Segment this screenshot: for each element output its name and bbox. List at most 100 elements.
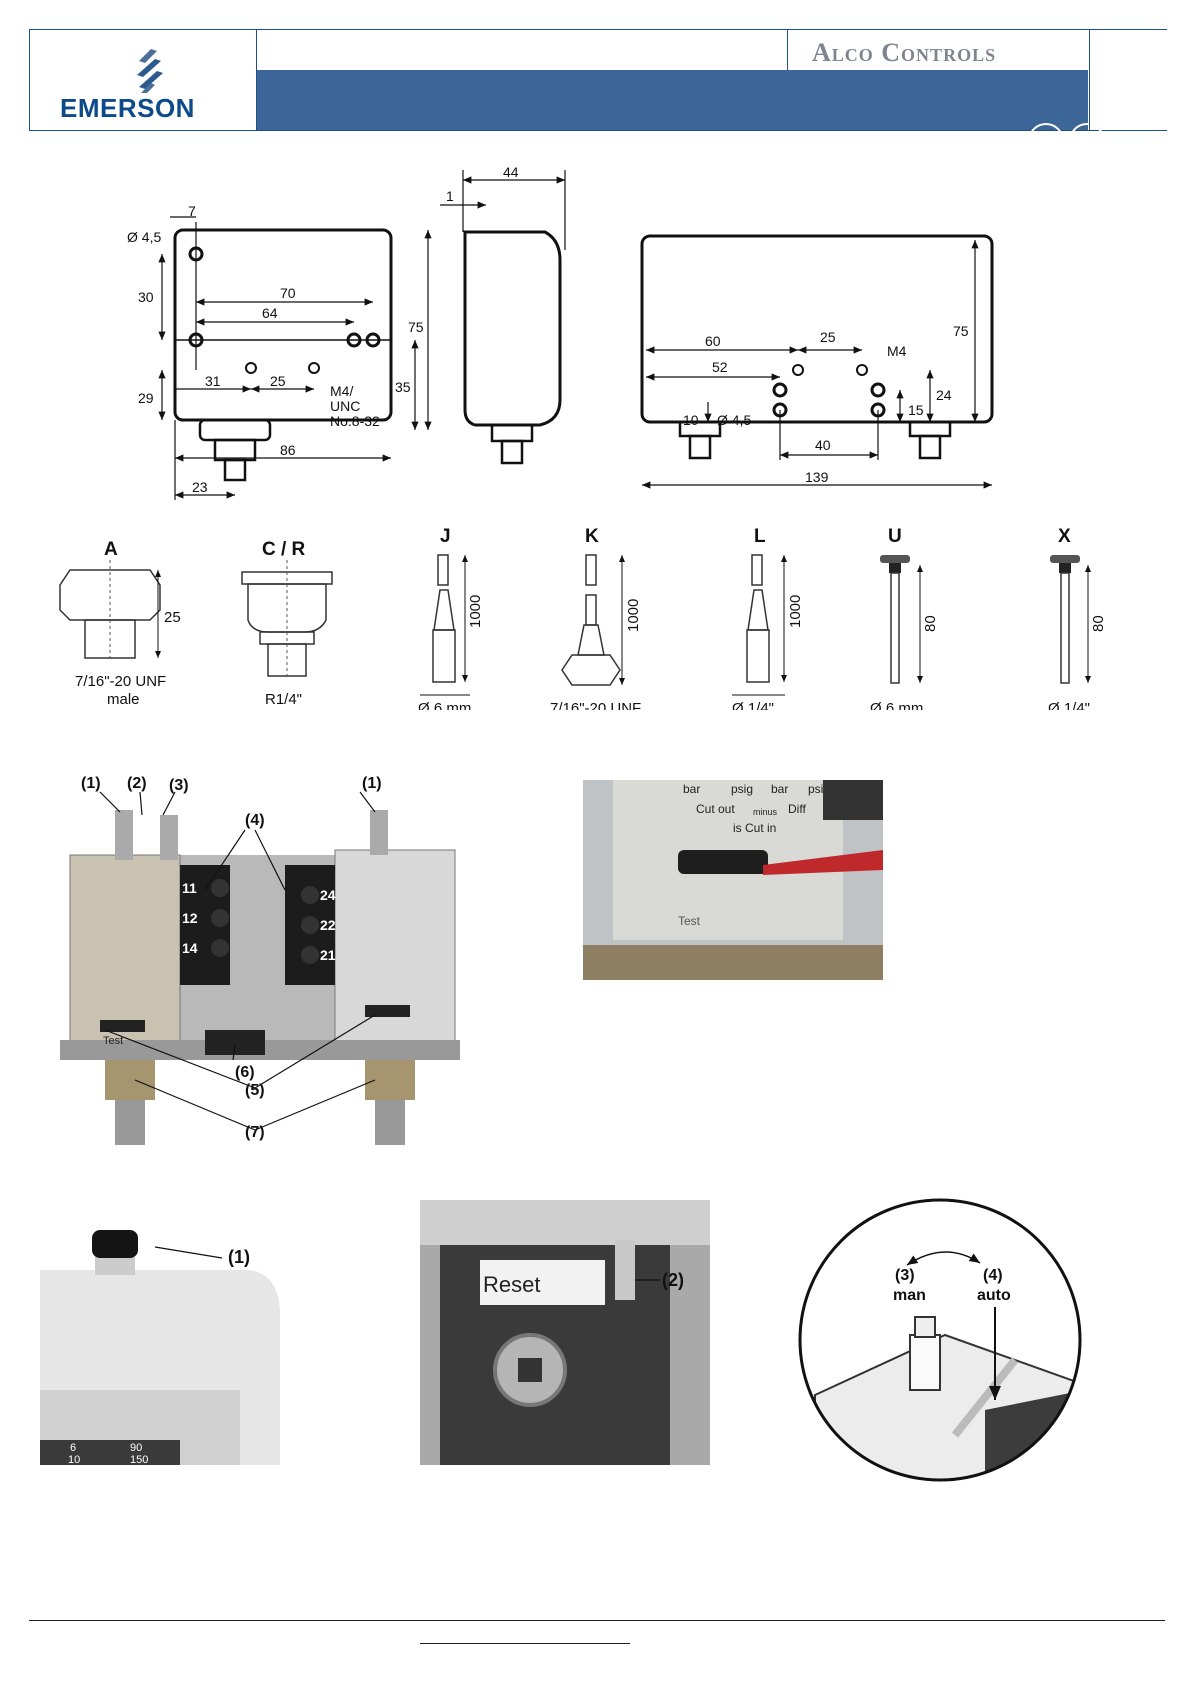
photo-dual-switch: (1) (2) (3) (4) (1) (5) (6) (7) 11 12 14… (45, 770, 465, 1150)
dim-front-30: 30 (138, 289, 154, 305)
svg-text:K: K (585, 526, 599, 547)
photo-reset-interior: Reset (2) (420, 1200, 715, 1470)
callout-7: (7) (245, 1124, 265, 1141)
svg-text:Ø 1/4": Ø 1/4" (732, 700, 774, 710)
dim-side-1: 1 (446, 188, 454, 204)
dim-front-35: 35 (395, 379, 411, 395)
thread-note-2: UNC (330, 398, 360, 414)
svg-text:150: 150 (130, 1454, 148, 1465)
svg-text:7/16"-20 UNF: 7/16"-20 UNF (75, 673, 166, 690)
svg-text:is Cut in: is Cut in (733, 821, 776, 835)
svg-text:Diff: Diff (788, 802, 806, 816)
callout-reset-1: (1) (228, 1247, 250, 1267)
svg-text:80: 80 (1090, 615, 1107, 632)
connection-u: U 80 Ø 6 mm (870, 526, 939, 710)
svg-text:10: 10 (68, 1454, 80, 1465)
logo-cell: EMERSON (30, 30, 257, 130)
svg-text:A: A (104, 539, 118, 560)
svg-text:psig: psig (731, 782, 753, 796)
svg-text:U: U (888, 526, 902, 547)
dimension-drawings: 7 Ø 4,5 30 70 64 75 29 31 25 35 86 23 M4… (59, 164, 1107, 710)
connection-a: A 25 7/16"-20 UNF male (59, 539, 181, 708)
dim-front-hole: Ø 4,5 (127, 229, 161, 245)
svg-text:L: L (754, 526, 766, 547)
dim-rear-10: 10 (683, 412, 699, 428)
dim-front-29: 29 (138, 390, 154, 406)
svg-text:Ø 1/4": Ø 1/4" (1048, 700, 1090, 710)
svg-text:12: 12 (182, 910, 198, 926)
dim-front-25: 25 (270, 373, 286, 389)
side-view-drawing: 44 1 (440, 164, 566, 465)
dim-side-44: 44 (503, 164, 519, 180)
dim-rear-25: 25 (820, 329, 836, 345)
svg-text:1000: 1000 (625, 599, 642, 632)
dim-rear-m4: M4 (887, 343, 907, 359)
connection-j: J 1000 Ø 6 mm (418, 526, 484, 710)
connection-k: K 1000 7/16"-20 UNF (550, 526, 642, 710)
svg-text:Cut out: Cut out (696, 802, 735, 816)
callout-2: (2) (127, 775, 147, 792)
dim-front-31: 31 (205, 373, 221, 389)
connection-l: L 1000 Ø 1/4" (732, 526, 804, 710)
callout-reset-2: (2) (662, 1270, 684, 1290)
refrigerant-badge-a1: A1 (1028, 123, 1064, 159)
brand-cell: Alco Controls (788, 30, 1088, 70)
photo-test-lever: bar psig bar psi Cut out minus Diff is C… (583, 780, 883, 980)
dim-rear-139: 139 (805, 469, 829, 485)
dim-rear-24: 24 (936, 387, 952, 403)
svg-text:R1/4": R1/4" (265, 691, 302, 708)
svg-text:bar: bar (771, 782, 788, 796)
svg-text:C / R: C / R (262, 539, 306, 560)
svg-text:Test: Test (678, 914, 701, 928)
svg-text:Test: Test (103, 1035, 123, 1047)
connection-x: X 80 Ø 1/4" (1048, 526, 1107, 710)
logo-text: EMERSON (60, 93, 195, 123)
refrigerant-badge-a2l: A2L (1069, 123, 1105, 159)
thread-note-1: M4/ (330, 383, 353, 399)
dim-rear-40: 40 (815, 437, 831, 453)
callout-3: (3) (169, 777, 189, 794)
title-cell (257, 30, 788, 70)
dim-front-86: 86 (280, 442, 296, 458)
svg-text:J: J (440, 526, 451, 547)
svg-text:Ø 6 mm: Ø 6 mm (870, 700, 923, 710)
svg-text:24: 24 (320, 887, 336, 903)
svg-text:1000: 1000 (787, 595, 804, 628)
photo-man-auto: (3) (4) man auto (795, 1195, 1085, 1485)
svg-text:80: 80 (922, 615, 939, 632)
header-right-cell (1089, 30, 1167, 130)
callout-6: (6) (235, 1064, 255, 1081)
callout-5: (5) (245, 1082, 265, 1099)
svg-text:male: male (107, 691, 140, 708)
svg-text:7/16"-20 UNF: 7/16"-20 UNF (550, 700, 641, 710)
dim-rear-hole: Ø 4,5 (717, 412, 751, 428)
footer-short-rule (420, 1643, 630, 1644)
label-man: man (893, 1287, 926, 1304)
dim-rear-75: 75 (953, 323, 969, 339)
svg-text:25: 25 (164, 609, 181, 626)
svg-text:1000: 1000 (467, 595, 484, 628)
svg-text:11: 11 (182, 880, 197, 896)
dim-front-7: 7 (188, 203, 196, 219)
svg-text:minus: minus (753, 807, 778, 817)
callout-auto: (4) (983, 1267, 1003, 1284)
dim-front-70: 70 (280, 285, 296, 301)
dim-front-23: 23 (192, 479, 208, 495)
callout-4: (4) (245, 812, 265, 829)
emerson-logo-icon (137, 49, 163, 93)
connection-cr: C / R R1/4" (241, 539, 333, 708)
label-auto: auto (977, 1287, 1011, 1304)
thread-note-3: No.8-32 (330, 413, 380, 429)
dim-rear-52: 52 (712, 359, 728, 375)
svg-text:21: 21 (320, 947, 336, 963)
brand-text: Alco Controls (812, 38, 997, 67)
svg-text:14: 14 (182, 940, 198, 956)
footer-rule (29, 1620, 1165, 1621)
dim-front-64: 64 (262, 305, 278, 321)
dim-rear-15: 15 (908, 402, 924, 418)
svg-text:Ø 6 mm: Ø 6 mm (418, 700, 471, 710)
svg-text:22: 22 (320, 917, 336, 933)
svg-text:X: X (1058, 526, 1071, 547)
svg-text:90: 90 (130, 1442, 142, 1454)
callout-1a: (1) (81, 775, 101, 792)
